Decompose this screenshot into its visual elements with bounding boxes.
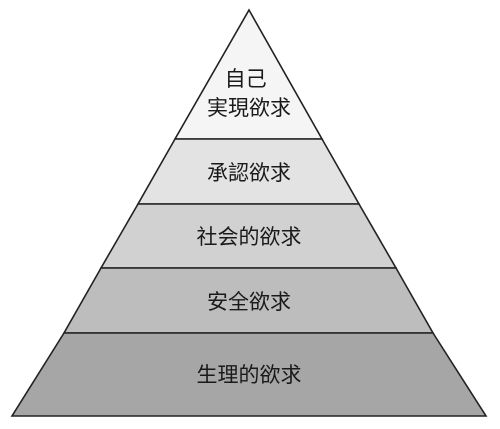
tier-self-actualization-label: 自己 実現欲求	[207, 67, 291, 120]
tier-self-actualization: 自己 実現欲求	[173, 8, 324, 140]
tier-physiological-shape	[10, 332, 488, 417]
tier-safety-label: 安全欲求	[207, 290, 291, 314]
tier-safety: 安全欲求	[62, 267, 435, 334]
tier-physiological-label: 生理的欲求	[197, 363, 302, 387]
tier-physiological: 生理的欲求	[10, 332, 488, 417]
tier-social: 社会的欲求	[99, 203, 398, 269]
tier-self-actualization-label-line-2: 実現欲求	[207, 96, 291, 120]
tier-esteem: 承認欲求	[136, 138, 361, 205]
tier-social-label: 社会的欲求	[197, 225, 302, 249]
tier-self-actualization-label-line-1: 自己	[225, 67, 267, 91]
tier-esteem-label: 承認欲求	[207, 161, 291, 185]
